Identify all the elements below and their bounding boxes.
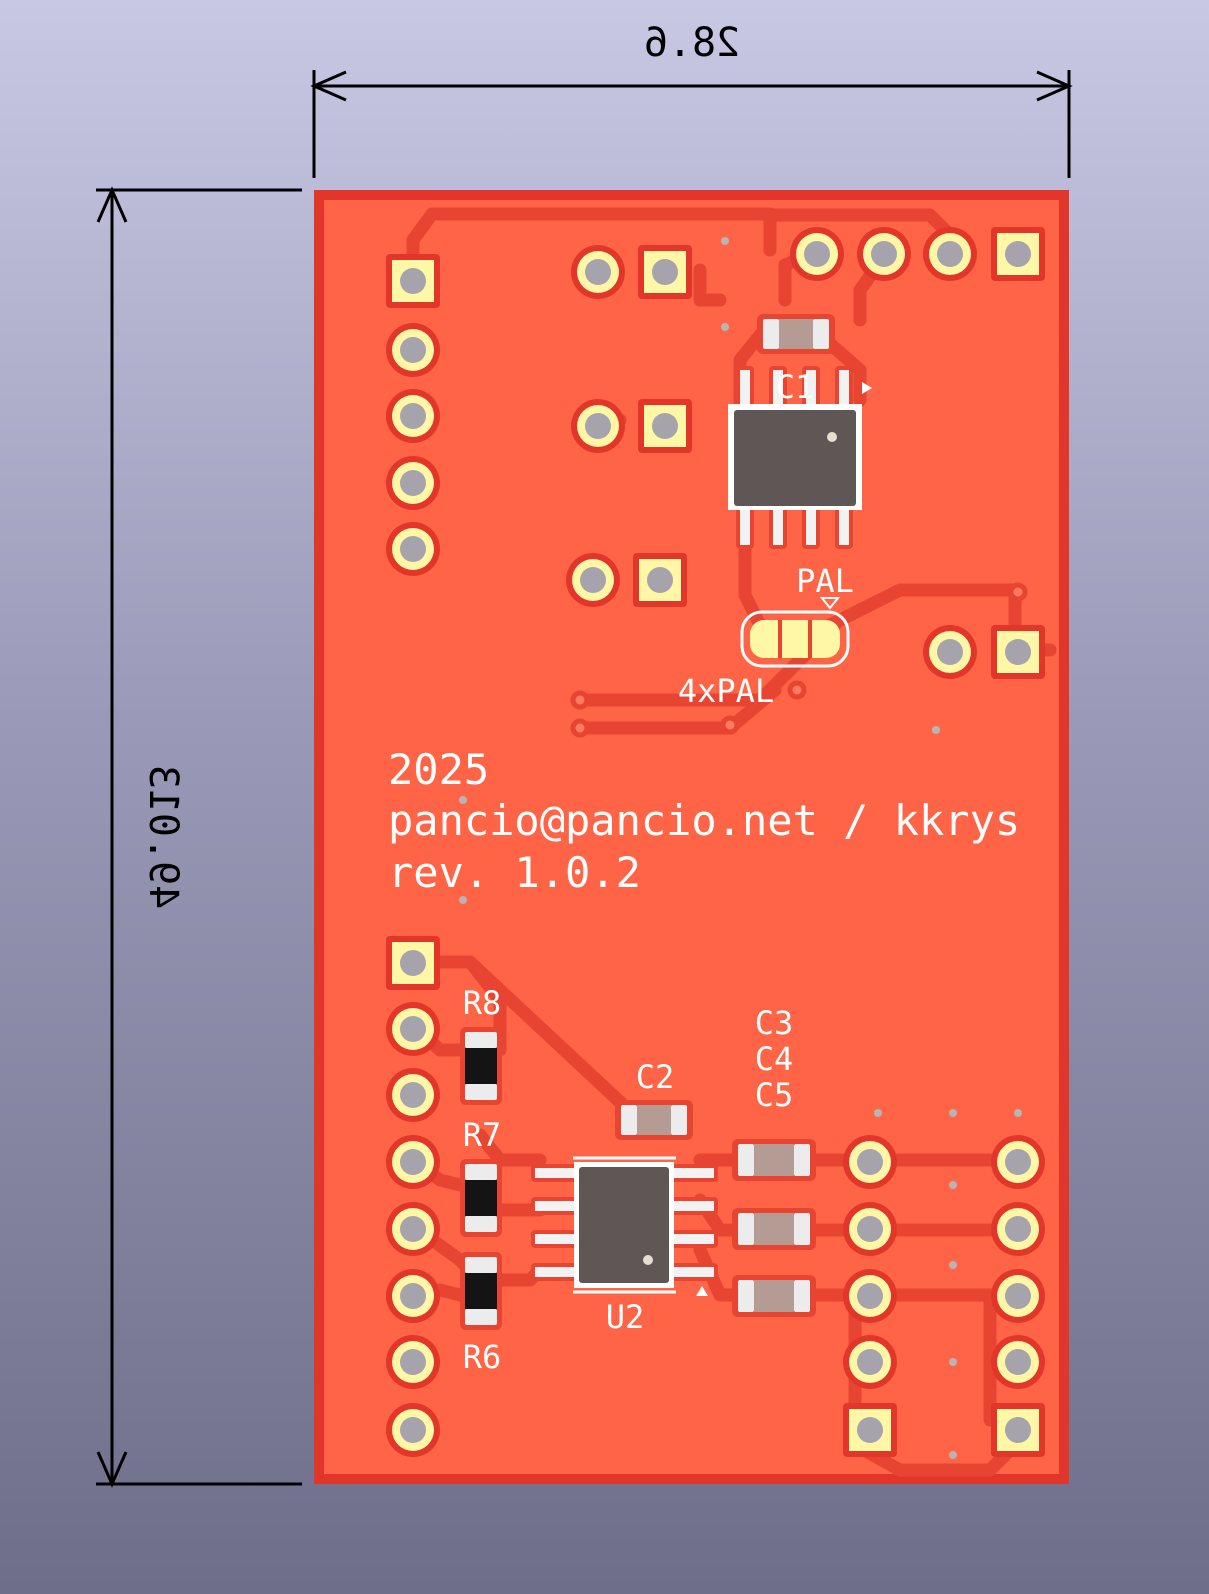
height-dimension-label: 49.013 (140, 765, 186, 910)
c2-capacitor (615, 1100, 693, 1140)
header-pairs (566, 245, 1045, 679)
silk-ref-u2: U2 (606, 1298, 645, 1336)
header-j3 (386, 936, 440, 1457)
silk-ref-c5: C5 (755, 1076, 794, 1114)
height-dimension (96, 186, 302, 1488)
c1-capacitor (757, 314, 835, 354)
u2-soic8-chip (531, 1156, 718, 1296)
silk-ref-c3: C3 (755, 1004, 794, 1042)
silk-revision: rev. 1.0.2 (388, 848, 641, 897)
pal-jumper (740, 597, 850, 668)
silk-ref-r8: R8 (463, 984, 502, 1022)
vias (459, 237, 1028, 1459)
header-j2 (790, 227, 1045, 281)
silk-ref-c1: C1 (776, 368, 815, 406)
c3-c4-c5-capacitors (732, 1139, 816, 1317)
silk-jumper-4xpal: 4xPAL (678, 672, 774, 710)
silk-jumper-pal: PAL (796, 562, 854, 600)
silk-contact: pancio@pancio.net / kkrys (388, 796, 1020, 845)
width-dimension-label: 28.6 (644, 20, 740, 66)
silk-ref-r7: R7 (463, 1116, 502, 1154)
silk-ref-c2: C2 (636, 1058, 675, 1096)
silk-ref-c4: C4 (755, 1040, 794, 1078)
r6-r7-r8-resistors (460, 1027, 502, 1330)
through-hole-pads (386, 227, 1045, 1457)
silkscreen: 2025 pancio@pancio.net / kkrys rev. 1.0.… (388, 368, 1020, 1376)
u1-soic8-chip (728, 366, 872, 549)
silk-ref-r6: R6 (463, 1338, 502, 1376)
width-dimension (310, 70, 1073, 178)
header-j1 (386, 254, 440, 576)
connector-columns (843, 1135, 1045, 1457)
silk-year: 2025 (388, 745, 489, 794)
